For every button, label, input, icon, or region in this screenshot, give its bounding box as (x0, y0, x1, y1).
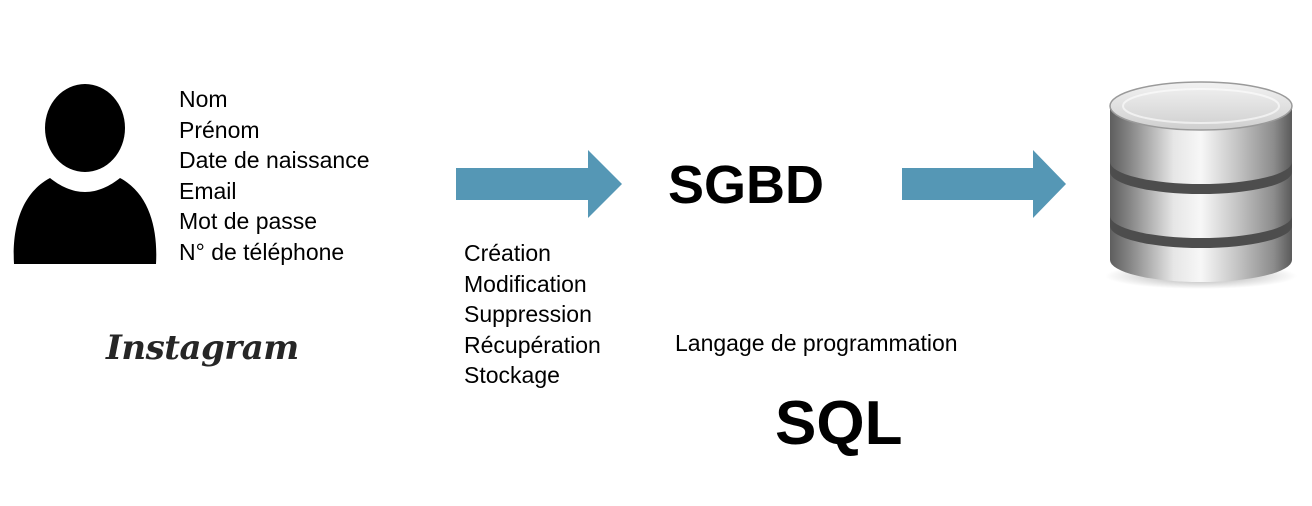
field-nom: Nom (179, 86, 228, 112)
field-prenom: Prénom (179, 116, 260, 143)
field-telephone: N° de téléphone (179, 238, 345, 265)
operation-creation: Création (464, 240, 551, 266)
operation-stockage: Stockage (464, 362, 560, 389)
database-icon (1104, 76, 1298, 290)
user-silhouette-icon (12, 82, 158, 264)
operations-list: Création Modification Suppression Récupé… (464, 238, 601, 391)
operation-modification: Modification (464, 270, 587, 297)
operation-suppression: Suppression (464, 301, 592, 328)
user-fields-list: Nom Prénom Date de naissance Email Mot d… (179, 84, 370, 268)
arrow-right-icon (456, 150, 622, 218)
arrow-right-icon (902, 150, 1066, 218)
sgbd-title: SGBD (668, 155, 825, 215)
operation-recuperation: Récupération (464, 331, 601, 358)
instagram-logo: Instagram (106, 328, 299, 368)
language-label: Langage de programmation (675, 330, 958, 356)
field-date-de-naissance: Date de naissance (179, 147, 370, 174)
field-mot-de-passe: Mot de passe (179, 208, 318, 235)
field-email: Email (179, 177, 237, 204)
sql-title: SQL (775, 389, 903, 458)
